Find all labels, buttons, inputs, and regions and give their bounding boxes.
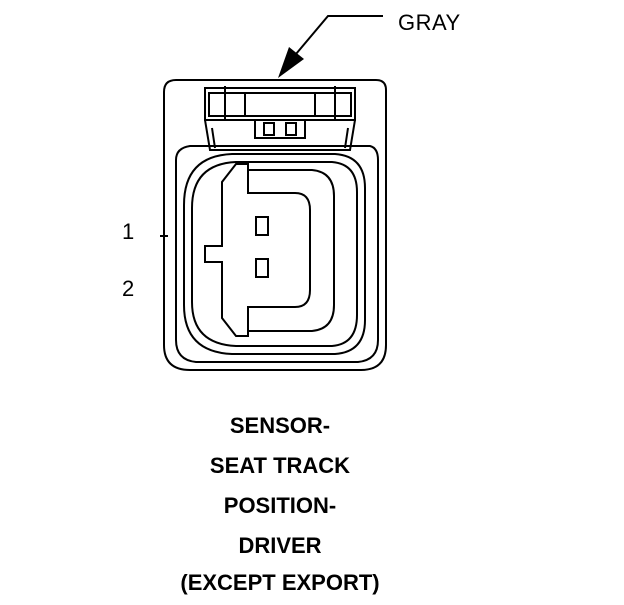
pin-cavity-1 (255, 216, 269, 236)
caption-line: POSITION- (223, 493, 337, 518)
caption-line: DRIVER (238, 533, 322, 558)
pin-label-1: 1 (122, 219, 135, 244)
caption-line: SEAT TRACK (209, 453, 351, 478)
pin-cavity-2 (255, 258, 269, 278)
leader-arrow (295, 15, 383, 55)
caption-line: (EXCEPT EXPORT) (180, 570, 380, 595)
pin-label-2: 2 (122, 276, 135, 301)
mating-face (183, 153, 366, 355)
caption-line: SENSOR- (229, 413, 331, 438)
wire-color-label: GRAY (398, 10, 461, 35)
arrowhead (278, 47, 304, 78)
connector-housing (163, 79, 387, 371)
